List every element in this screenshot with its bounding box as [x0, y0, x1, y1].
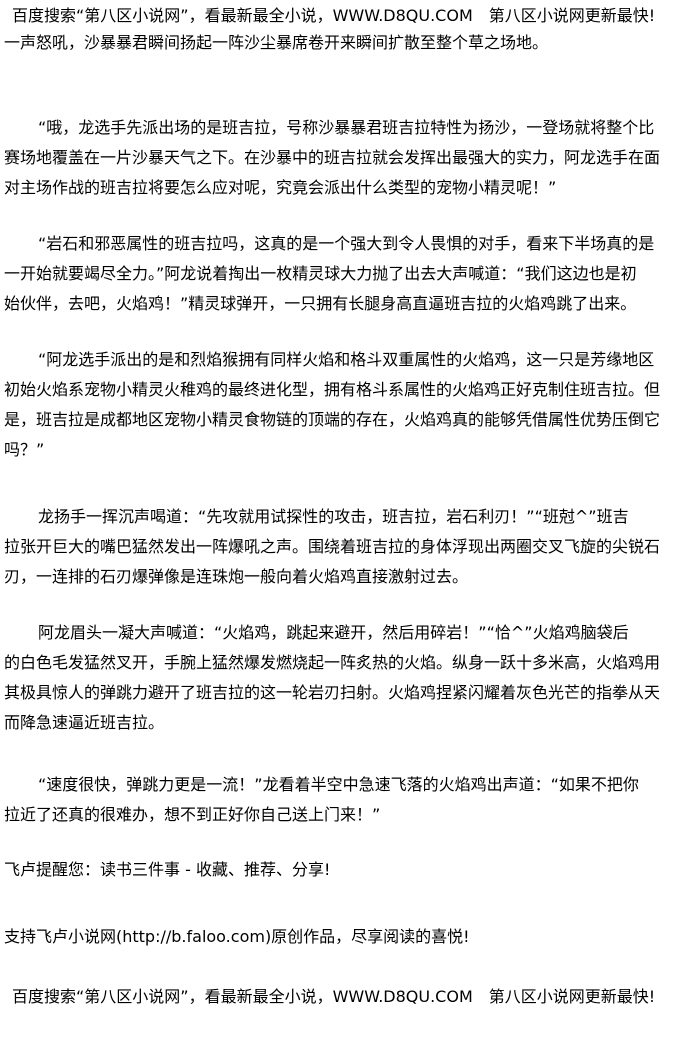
support-text: 支持飞卢小说网(http://b.faloo.com)原创作品，尽享阅读的喜悦!	[4, 927, 470, 946]
paragraph-line: “岩石和邪恶属性的班吉拉吗，这真的是一个强大到令人畏惧的对手，看来下半场真的是	[38, 234, 655, 253]
reminder-text: 飞卢提醒您：读书三件事 - 收藏、推荐、分享!	[4, 860, 331, 879]
paragraph-line: 对主场作战的班吉拉将要怎么应对呢，究竟会派出什么类型的宠物小精灵呢！”	[4, 178, 557, 197]
paragraph-line: “阿龙选手派出的是和烈焰猴拥有同样火焰和格斗双重属性的火焰鸡，这一只是芳缘地区	[38, 350, 655, 369]
paragraph-line: 初始火焰系宠物小精灵火稚鸡的最终进化型，拥有格斗系属性的火焰鸡正好克制住班吉拉。…	[4, 380, 661, 399]
paragraph-line: 刃，一连排的石刃爆弹像是连珠炮一般向着火焰鸡直接激射过去。	[4, 567, 469, 586]
paragraph-line: 吗？”	[4, 440, 45, 459]
paragraph-line: 其极具惊人的弹跳力避开了班吉拉的这一轮岩刃扫射。火焰鸡捏紧闪耀着灰色光芒的指拳从…	[4, 683, 661, 702]
paragraph-line: 拉近了还真的很难办，想不到正好你自己送上门来！”	[4, 805, 381, 824]
footer-banner: 百度搜索“第八区小说网”，看最新最全小说，WWW.D8QU.COM 第八区小说网…	[12, 987, 656, 1006]
paragraph-line: 而降急速逼近班吉拉。	[4, 713, 165, 732]
paragraph-line: 龙扬手一挥沉声喝道：“先攻就用试探性的攻击，班吉拉，岩石利刃！”“班尅^”班吉	[38, 507, 629, 526]
paragraph-line: 拉张开巨大的嘴巴猛然发出一阵爆吼之声。围绕着班吉拉的身体浮现出两圈交叉飞旋的尖锐…	[4, 537, 661, 556]
paragraph-line: 的白色毛发猛然叉开，手腕上猛然爆发燃烧起一阵炙热的火焰。纵身一跃十多米高，火焰鸡…	[4, 653, 661, 672]
paragraph-line: 阿龙眉头一凝大声喊道：“火焰鸡，跳起来避开，然后用碎岩！”“恰^”火焰鸡脑袋后	[38, 623, 629, 642]
paragraph-line: “哦，龙选手先派出场的是班吉拉，号称沙暴暴君班吉拉特性为扬沙，一登场就将整个比	[38, 118, 655, 137]
paragraph-line: 是，班吉拉是成都地区宠物小精灵食物链的顶端的存在，火焰鸡真的能够凭借属性优势压倒…	[4, 410, 661, 429]
paragraph-line: 赛场地覆盖在一片沙暴天气之下。在沙暴中的班吉拉就会发挥出最强大的实力，阿龙选手在…	[4, 148, 661, 167]
paragraph-0-line: 一声怒吼，沙暴暴君瞬间扬起一阵沙尘暴席卷开来瞬间扩散至整个草之场地。	[4, 33, 549, 52]
paragraph-line: “速度很快，弹跳力更是一流！”龙看着半空中急速飞落的火焰鸡出声道：“如果不把你	[38, 775, 639, 794]
paragraph-line: 始伙伴，去吧，火焰鸡！”精灵球弹开，一只拥有长腿身高直逼班吉拉的火焰鸡跳了出来。	[4, 294, 637, 313]
paragraph-line: 一开始就要竭尽全力。”阿龙说着掏出一枚精灵球大力抛了出去大声喊道：“我们这边也是…	[4, 264, 637, 283]
header-banner: 百度搜索“第八区小说网”，看最新最全小说，WWW.D8QU.COM 第八区小说网…	[12, 6, 656, 25]
